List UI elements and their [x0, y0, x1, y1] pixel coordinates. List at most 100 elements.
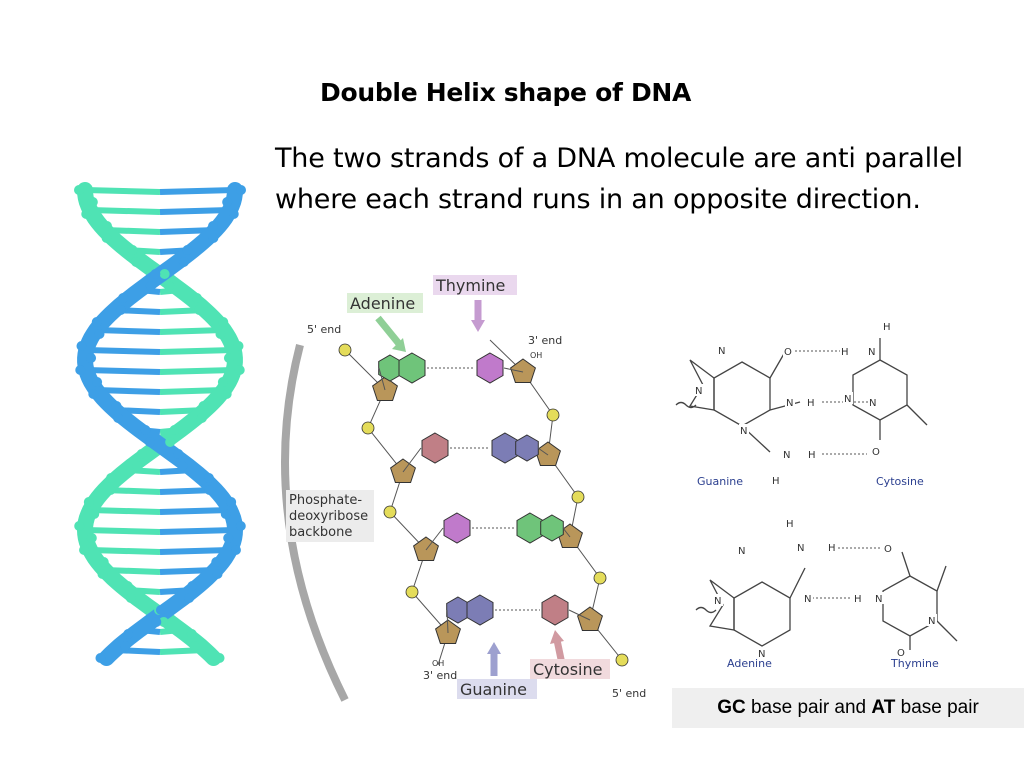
atom-bg — [771, 474, 781, 486]
helix-rung — [89, 207, 161, 215]
slide-description: The two strands of a DNA molecule are an… — [275, 143, 963, 215]
helix-atom — [113, 413, 124, 423]
helix-atom — [105, 485, 116, 495]
atom-label: N — [868, 347, 875, 358]
gc-guanine-label: Guanine — [697, 475, 743, 488]
atom-label: H — [854, 594, 862, 605]
atom-label: H — [772, 476, 780, 487]
helix-atom — [221, 389, 232, 399]
deoxyribose-sugar — [510, 358, 536, 383]
helix-atom — [97, 569, 108, 579]
thymine-ring — [443, 512, 471, 544]
helix-atom — [115, 305, 126, 315]
atom-bg — [807, 448, 817, 460]
helix-atom — [214, 653, 225, 663]
helix-atom — [235, 521, 246, 531]
helix-atom — [194, 305, 205, 315]
helix-atom — [223, 533, 234, 543]
phosphate-group — [338, 343, 352, 357]
helix-strand-a — [76, 182, 243, 666]
helix-atom — [191, 293, 202, 303]
helix-atom — [79, 545, 90, 555]
helix-atom — [122, 581, 133, 591]
atom-label: N — [738, 546, 745, 557]
atom-bg — [757, 647, 767, 659]
atom-label: H — [807, 398, 815, 409]
helix-rung — [89, 547, 161, 555]
helix-atom — [169, 425, 180, 435]
cytosine-label-box — [530, 659, 610, 679]
helix-strand-b — [77, 182, 244, 666]
atom-label: H — [786, 519, 794, 530]
glycosidic-bond — [562, 527, 571, 538]
atom-label: O — [872, 447, 880, 458]
caption-at: AT — [871, 697, 896, 718]
glycosidic-bond — [425, 527, 444, 551]
helix-atom — [158, 617, 169, 627]
helix-atom — [208, 221, 219, 231]
helix-atom — [86, 533, 97, 543]
atom-bg — [803, 592, 813, 604]
glycosidic-bond — [568, 609, 591, 621]
atom-label: N — [718, 346, 725, 357]
helix-atom — [87, 197, 98, 207]
helix-rung — [159, 347, 234, 355]
helix-atom — [203, 473, 214, 483]
helix-atom — [228, 209, 239, 219]
helix-atom — [74, 185, 84, 195]
helix-atom — [226, 497, 237, 507]
adenine-label: Adenine — [350, 294, 415, 313]
helix-rung — [84, 187, 161, 195]
helix-atom — [189, 641, 200, 651]
helix-atom — [211, 557, 222, 567]
slide-title: Double Helix shape of DNA — [320, 78, 692, 107]
helix-atom — [230, 545, 241, 555]
atom-bg — [883, 542, 893, 554]
helix-atom — [196, 413, 207, 423]
atom-bg — [717, 344, 727, 356]
helix-atom — [178, 257, 189, 267]
atom-label: N — [844, 394, 851, 405]
glycosidic-bond — [378, 367, 386, 391]
helix-atom — [187, 581, 198, 591]
atom-bg — [694, 384, 704, 396]
adenine-six-ring — [733, 581, 791, 647]
helix-atom — [86, 353, 97, 363]
helix-atom — [220, 509, 231, 519]
helix-rung — [86, 367, 161, 375]
helix-atom — [198, 401, 209, 411]
five-prime-end-top: 5' end — [307, 323, 341, 336]
atom-bg — [827, 541, 837, 553]
helix-atom — [173, 449, 184, 459]
base-pair-caption: GC base pair and AT base pair — [672, 688, 1024, 728]
helix-atom — [186, 629, 197, 639]
atom-label: H — [828, 543, 836, 554]
atom-label: N — [714, 596, 721, 607]
helix-atom — [164, 281, 175, 291]
atom-bg — [783, 345, 793, 357]
backbone-label-line3: backbone — [289, 525, 352, 540]
helix-atom — [159, 269, 170, 279]
deoxyribose-sugar — [390, 458, 416, 483]
helix-atom — [98, 557, 109, 567]
thymine-ring — [476, 352, 504, 384]
three-prime-end-top: 3' end — [528, 334, 562, 347]
atom-label: N — [758, 649, 765, 660]
backbone-label-box — [286, 490, 374, 542]
helix-atom — [74, 521, 85, 531]
thymine-ring — [882, 575, 938, 637]
helix-atom — [89, 509, 100, 519]
helix-atom — [151, 617, 162, 627]
helix-atom — [165, 437, 176, 447]
helix-rung — [159, 527, 236, 535]
helix-atom — [83, 497, 94, 507]
atom-label: N — [875, 594, 882, 605]
glycosidic-bond — [537, 447, 549, 456]
atom-bg — [927, 614, 937, 626]
helix-atom — [101, 221, 112, 231]
helix-atom — [111, 401, 122, 411]
glycosidic-bond — [402, 447, 422, 473]
helix-atom — [106, 473, 117, 483]
helix-atom — [144, 437, 155, 447]
